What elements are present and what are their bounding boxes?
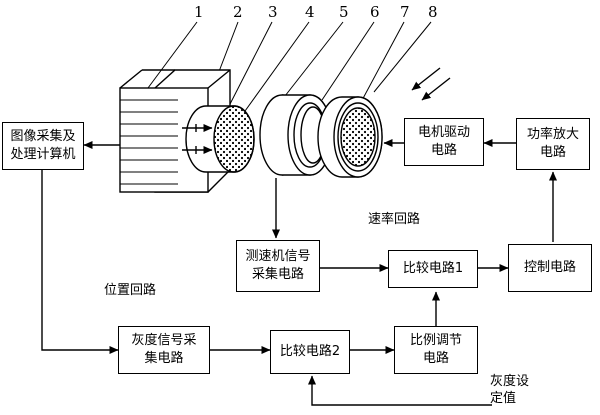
label-1: 1 [194,3,204,21]
proportional-block: 比例调节 电路 [394,326,478,374]
control-circuit-block: 控制电路 [508,244,592,292]
label-4: 4 [305,3,315,21]
label-6: 6 [370,3,380,21]
power-amp-block: 功率放大 电路 [516,118,590,170]
incoming-light-icon [411,67,451,101]
sensor-block-icon [119,69,231,193]
ray-arrows-icon [182,124,213,154]
gray-setpoint-label: 灰度设 定值 [490,374,530,406]
gray-acquisition-block: 灰度信号采 集电路 [118,326,210,374]
compare-circuit-1-block: 比较电路1 [388,250,478,288]
speed-loop-label: 速率回路 [368,212,421,227]
label-8: 8 [428,3,438,21]
tacho-acquisition-block: 测速机信号 采集电路 [236,240,320,292]
position-loop-label: 位置回路 [104,283,157,298]
motor-drum-icon [317,96,383,178]
motor-drive-block: 电机驱动 电路 [404,118,484,166]
label-3: 3 [268,3,278,21]
ring-icon [259,94,333,176]
signal-lines [41,139,557,406]
image-acquisition-block: 图像采集及 处理计算机 [2,122,84,170]
label-5: 5 [339,3,349,21]
leader-lines [144,21,432,119]
label-7: 7 [400,3,410,21]
lens-cylinder-icon [185,105,255,173]
label-2: 2 [233,3,243,21]
compare-circuit-2-block: 比较电路2 [270,330,350,374]
